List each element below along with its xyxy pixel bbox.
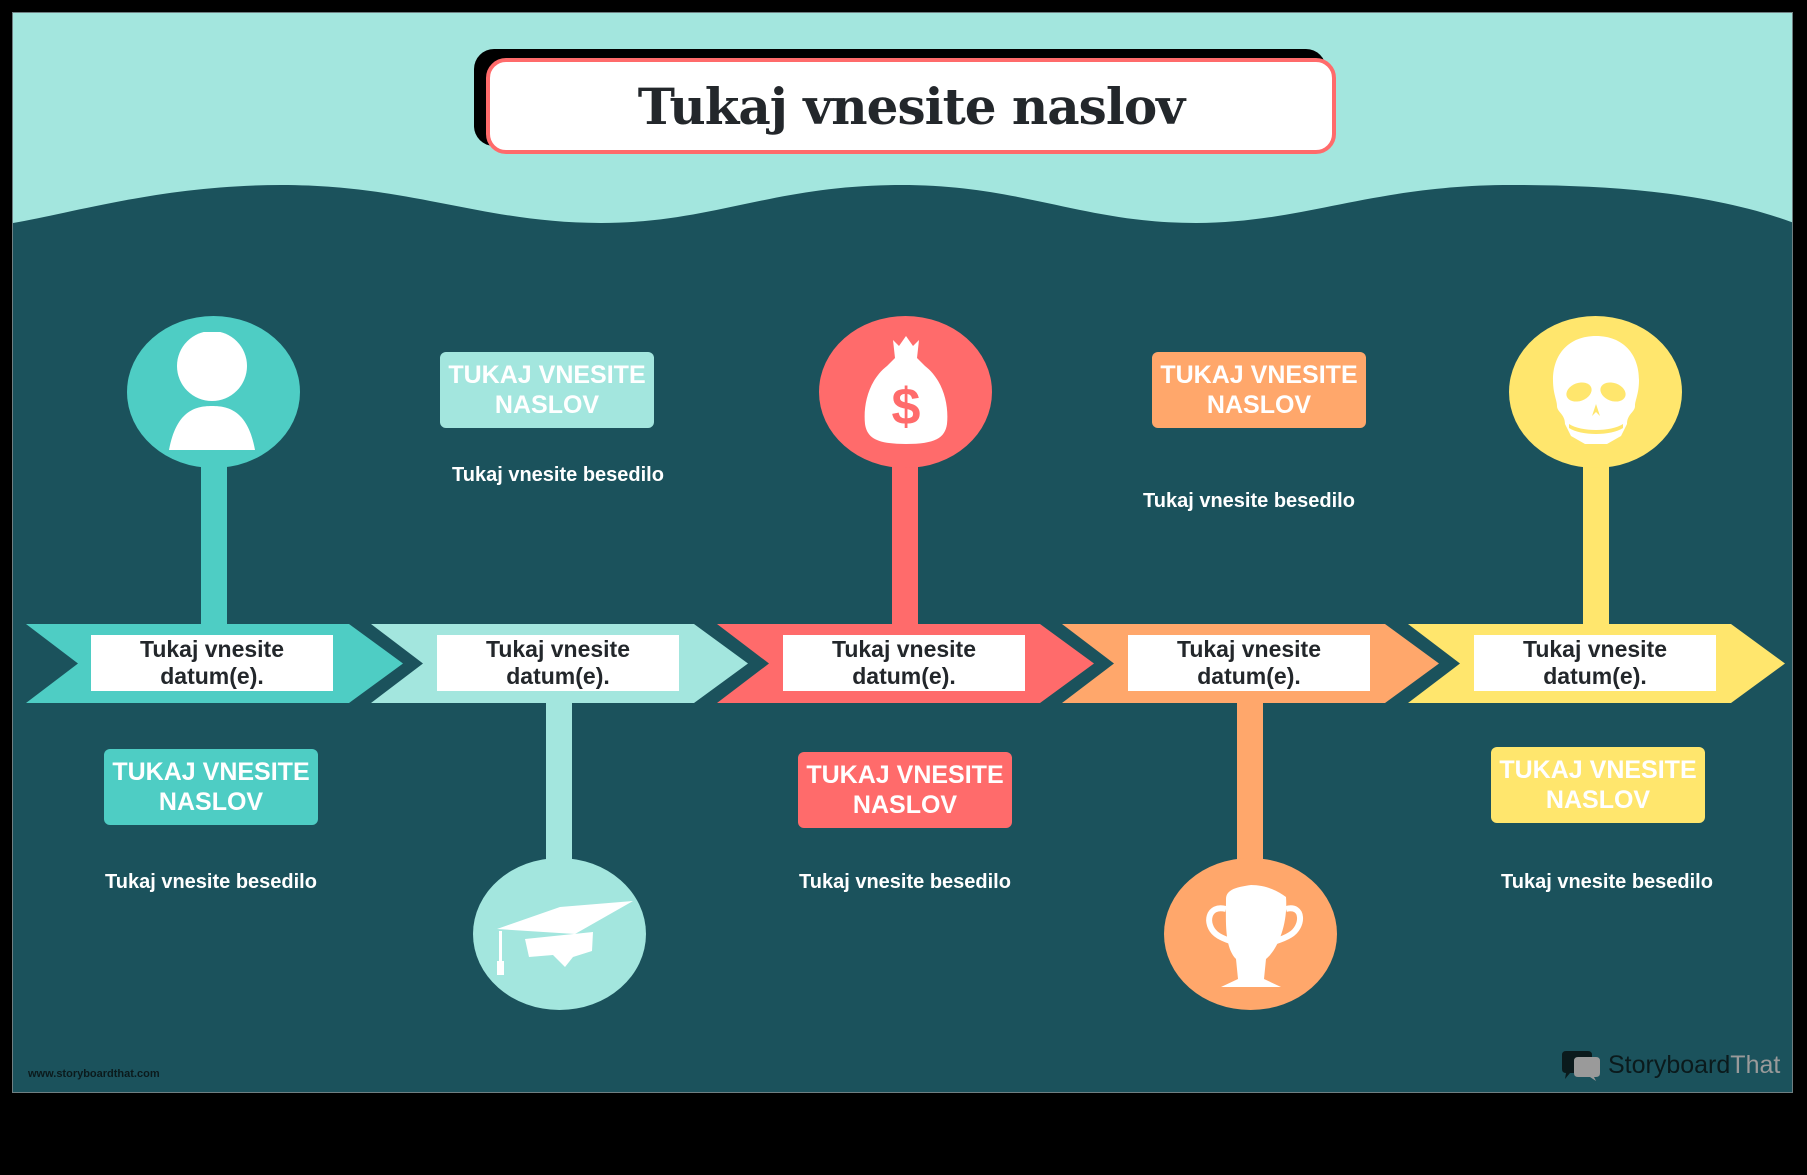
date-box-1[interactable]: Tukaj vnesite datum(e). xyxy=(91,635,333,691)
event-5-text[interactable]: Tukaj vnesite besedilo xyxy=(1501,871,1713,893)
stem-2 xyxy=(546,702,572,862)
speech-bubbles-icon xyxy=(1562,1051,1600,1081)
trophy-icon xyxy=(1205,885,1303,987)
event-3-heading[interactable]: TUKAJ VNESITE NASLOV xyxy=(798,752,1012,828)
event-3-text[interactable]: Tukaj vnesite besedilo xyxy=(799,871,1011,893)
svg-text:$: $ xyxy=(891,378,920,436)
brand-suffix-text: That xyxy=(1730,1050,1781,1079)
storyboardthat-logo: StoryboardThat xyxy=(1560,1049,1780,1081)
event-2-text[interactable]: Tukaj vnesite besedilo xyxy=(452,464,664,486)
skull-icon xyxy=(1552,336,1639,444)
event-5-icon-circle xyxy=(1509,316,1682,468)
event-2-icon-circle xyxy=(473,858,646,1010)
event-4-icon-circle xyxy=(1164,858,1337,1010)
money-bag-icon: $ xyxy=(864,336,947,444)
date-box-5[interactable]: Tukaj vnesite datum(e). xyxy=(1474,635,1716,691)
person-icon xyxy=(168,332,255,450)
stem-1 xyxy=(201,453,227,625)
event-4-text[interactable]: Tukaj vnesite besedilo xyxy=(1143,490,1355,512)
stem-3 xyxy=(892,453,918,625)
event-2-heading[interactable]: TUKAJ VNESITE NASLOV xyxy=(440,352,654,428)
graduation-cap-icon xyxy=(496,901,633,975)
event-4-heading[interactable]: TUKAJ VNESITE NASLOV xyxy=(1152,352,1366,428)
event-1-heading[interactable]: TUKAJ VNESITE NASLOV xyxy=(104,749,318,825)
stem-5 xyxy=(1583,453,1609,625)
brand-main-text: Storyboard xyxy=(1608,1050,1731,1079)
event-3-icon-circle: $ xyxy=(819,316,992,468)
stem-4 xyxy=(1237,702,1263,862)
event-1-icon-circle xyxy=(127,316,300,468)
event-5-heading[interactable]: TUKAJ VNESITE NASLOV xyxy=(1491,747,1705,823)
date-box-4[interactable]: Tukaj vnesite datum(e). xyxy=(1128,635,1370,691)
title-box[interactable]: Tukaj vnesite naslov xyxy=(486,58,1336,154)
date-box-3[interactable]: Tukaj vnesite datum(e). xyxy=(783,635,1025,691)
event-1-text[interactable]: Tukaj vnesite besedilo xyxy=(105,871,317,893)
page-title: Tukaj vnesite naslov xyxy=(637,76,1185,136)
timeline-poster: Tukaj vnesite naslov Tukaj vnesite datum… xyxy=(12,12,1793,1093)
footer-url: www.storyboardthat.com xyxy=(28,1068,160,1080)
date-box-2[interactable]: Tukaj vnesite datum(e). xyxy=(437,635,679,691)
